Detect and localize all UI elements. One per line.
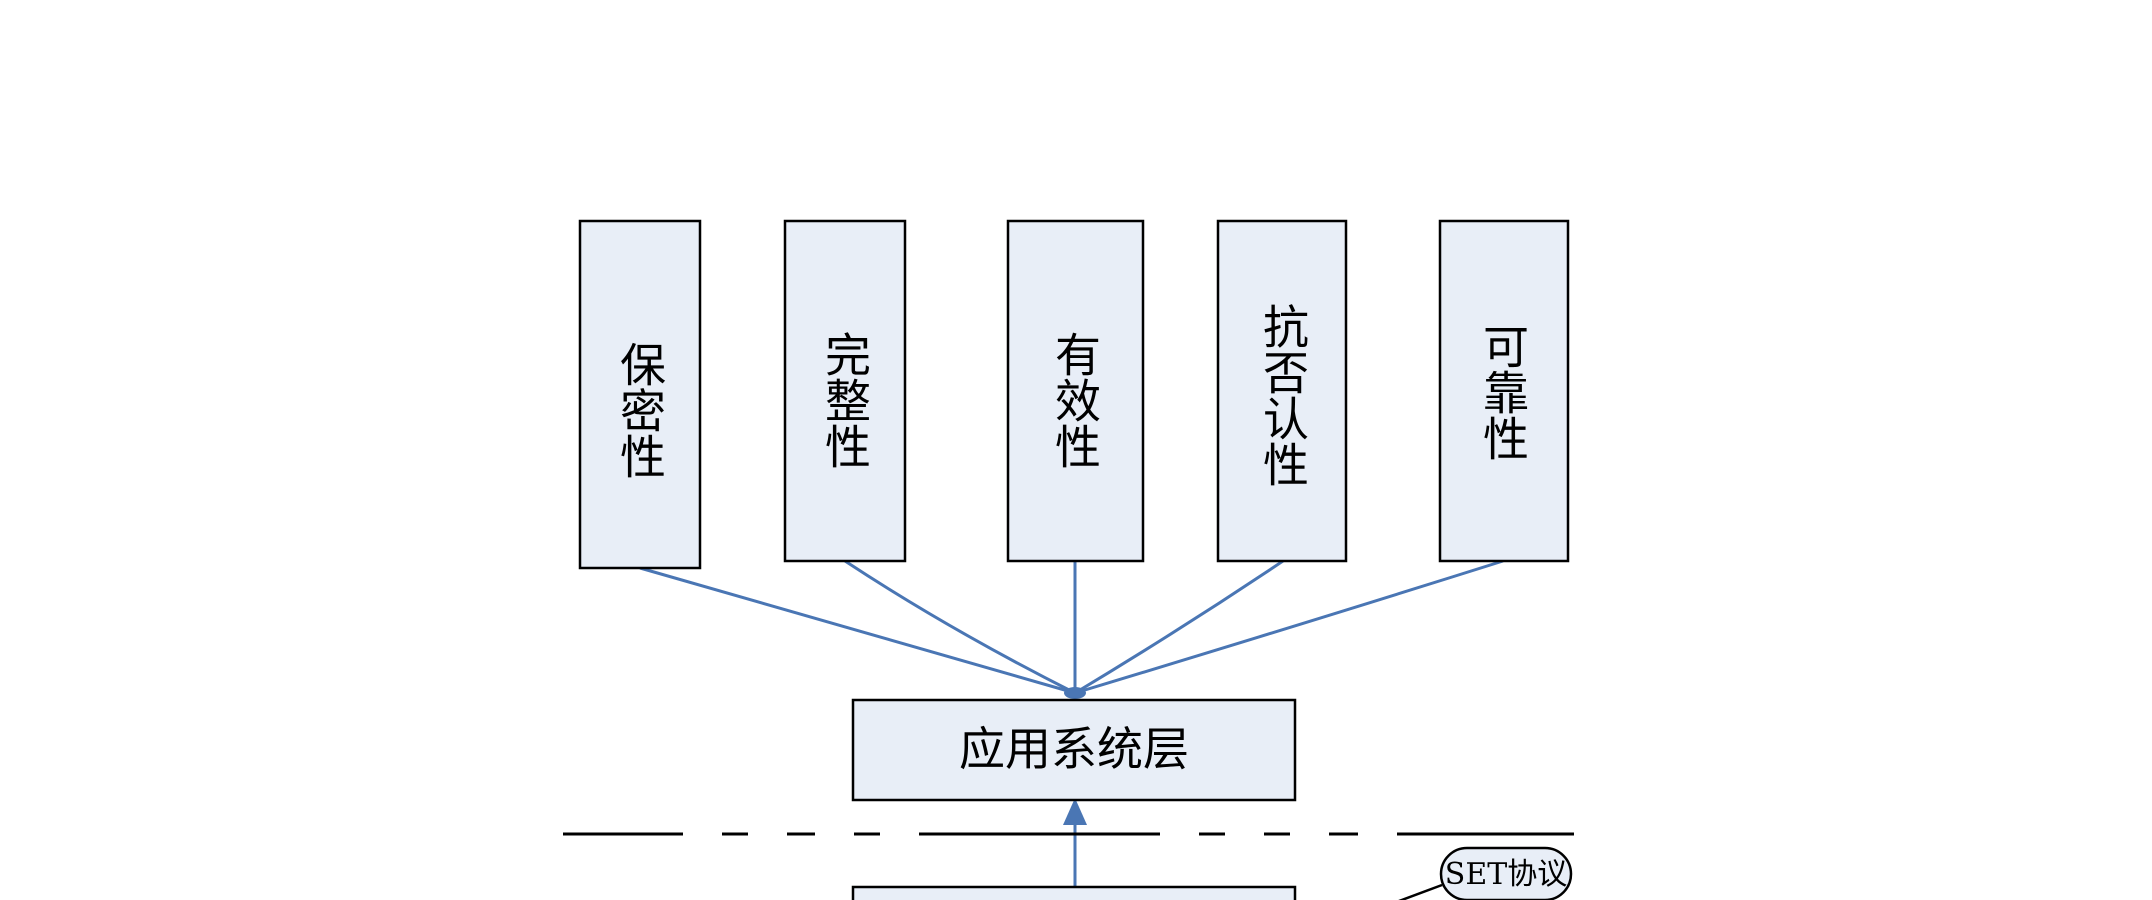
connector-integrity	[844, 559, 1076, 695]
property-box-confidentiality: 保密性	[578, 219, 702, 570]
connector-reliability	[1074, 559, 1504, 695]
connectors	[639, 559, 1504, 900]
property-label: 可靠性	[1476, 323, 1530, 461]
property-box-integrity: 完整性	[783, 219, 907, 563]
callout-label: SET协议	[1445, 857, 1567, 892]
lower-layer-box	[851, 885, 1297, 900]
callout-leader	[1398, 883, 1443, 900]
property-label: 保密性	[613, 341, 667, 479]
connector-confidentiality	[639, 566, 1076, 695]
property-box-non-repudiation: 抗否认性	[1216, 219, 1348, 563]
connector-non-repudiation	[1074, 559, 1284, 695]
application-layer-label: 应用系统层	[959, 722, 1189, 776]
set-protocol-callout: SET协议	[1398, 846, 1573, 900]
application-layer-box: 应用系统层	[851, 698, 1297, 802]
connector-junction	[1064, 687, 1086, 699]
property-box-reliability: 可靠性	[1438, 219, 1570, 563]
property-box-validity: 有效性	[1006, 219, 1145, 563]
callout-bubble	[1439, 846, 1573, 900]
property-label: 完整性	[818, 331, 872, 469]
property-label: 抗否认性	[1256, 303, 1310, 487]
property-label: 有效性	[1048, 331, 1102, 469]
